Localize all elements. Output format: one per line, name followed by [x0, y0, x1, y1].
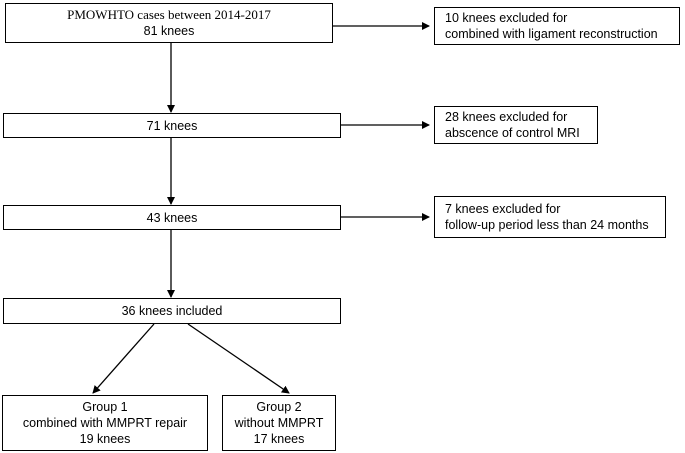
- box-exclusion-1: 10 knees excluded for combined with liga…: [434, 7, 680, 45]
- exclusion-2-count: 28 knees excluded for: [445, 110, 568, 124]
- included-count: 36 knees included: [121, 304, 223, 318]
- box-included: 36 knees included: [3, 298, 341, 324]
- exclusion-1-reason: combined with ligament reconstruction: [445, 27, 658, 41]
- arrow-to-group1: [92, 323, 155, 394]
- box-group-2: Group 2 without MMPRT 17 knees: [222, 395, 336, 451]
- box-start-title: PMOWHTO cases between 2014-2017: [67, 7, 271, 22]
- box-group-1: Group 1 combined with MMPRT repair 19 kn…: [2, 395, 208, 451]
- box-43-knees: 43 knees: [3, 205, 341, 230]
- group-1-count: 19 knees: [79, 432, 131, 446]
- box-43-count: 43 knees: [146, 210, 198, 225]
- group-2-count: 17 knees: [253, 432, 305, 446]
- group-1-title: Group 1: [82, 400, 128, 414]
- group-1-description: combined with MMPRT repair: [22, 416, 188, 430]
- exclusion-3-reason: follow-up period less than 24 months: [445, 218, 649, 232]
- exclusion-3-count: 7 knees excluded for: [445, 202, 561, 216]
- box-71-knees: 71 knees: [3, 113, 341, 138]
- exclusion-2-reason: abscence of control MRI: [445, 126, 580, 140]
- box-start: PMOWHTO cases between 2014-2017 81 knees: [5, 3, 333, 43]
- box-exclusion-3: 7 knees excluded for follow-up period le…: [434, 196, 666, 238]
- group-2-description: without MMPRT: [234, 416, 324, 430]
- arrow-to-group2: [187, 323, 290, 394]
- group-2-title: Group 2: [256, 400, 302, 414]
- box-exclusion-2: 28 knees excluded for abscence of contro…: [434, 106, 598, 144]
- box-71-count: 71 knees: [146, 118, 198, 133]
- box-start-count: 81 knees: [143, 24, 195, 38]
- exclusion-1-count: 10 knees excluded for: [445, 11, 568, 25]
